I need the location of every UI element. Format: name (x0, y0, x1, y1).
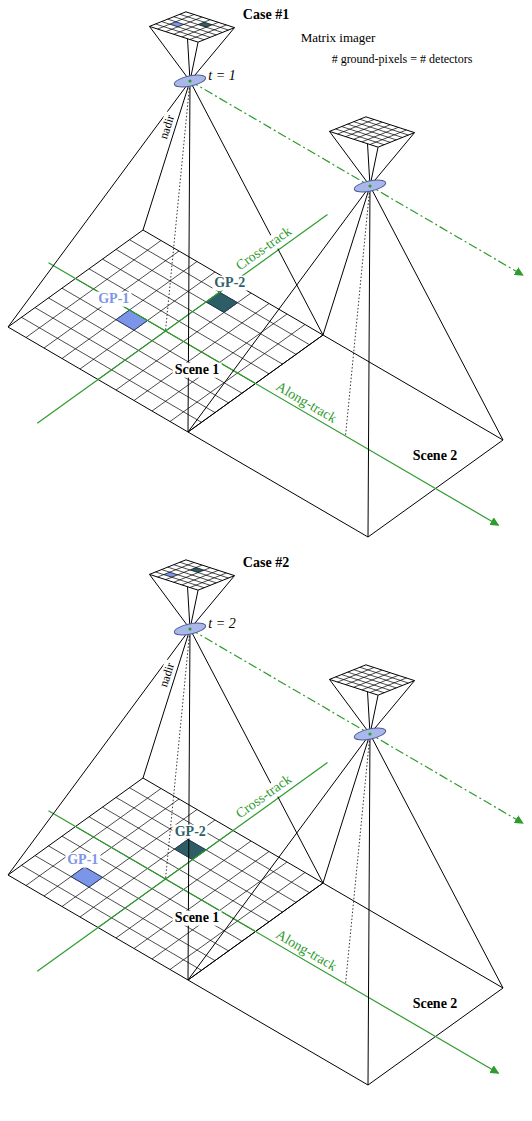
detector-grid-line (370, 130, 406, 145)
ground-grid-line (152, 862, 287, 959)
lens (353, 726, 386, 742)
lens (353, 178, 386, 194)
ground-pixel (175, 839, 207, 859)
ground-pixel-label: GP-1 (65, 853, 100, 868)
ground-pixel-label: GP-2 (173, 824, 208, 839)
lens-center (368, 732, 371, 735)
ground-pixel (206, 292, 238, 312)
nadir-line (346, 734, 371, 984)
detector-pixel (170, 22, 184, 27)
lens (173, 621, 206, 637)
detector-grid-line (190, 25, 226, 40)
detector-grid-line (174, 17, 223, 33)
nadir-line (346, 186, 371, 436)
view-pyramid-edge (188, 186, 370, 432)
ground-grid-line (152, 314, 287, 411)
detector-grid-line (370, 678, 406, 693)
detector-matrix (149, 560, 234, 590)
case-title: Case #1 (241, 8, 291, 23)
detector-matrix (329, 665, 414, 695)
detector-grid-line (360, 667, 409, 683)
time-label: t = 1 (206, 69, 237, 84)
detector-grid-line (354, 122, 403, 138)
ground-grid-line (44, 251, 179, 348)
axis-label: Along-track (271, 379, 340, 428)
view-pyramid-edge (188, 81, 190, 432)
sensor-note: # ground-pixels = # detectors (330, 53, 475, 66)
view-pyramid-edge (368, 734, 370, 1085)
scene-label: Scene 2 (411, 449, 460, 464)
view-pyramid-edge (188, 734, 370, 980)
view-pyramid-edge (368, 186, 370, 537)
case-title: Case #2 (241, 556, 291, 571)
axis-label: Cross-track (232, 223, 296, 275)
detector-grid-line (354, 670, 403, 686)
lens-center (188, 627, 191, 630)
detector-matrix (329, 117, 414, 147)
detector-grid-line (180, 562, 229, 578)
sensor-label: Matrix imager (299, 31, 378, 45)
case-figure (8, 560, 523, 1085)
lens-center (188, 79, 191, 82)
scene-label: Scene 1 (173, 911, 222, 926)
case-figure (8, 12, 523, 537)
axis-label: Cross-track (232, 771, 296, 823)
detector-pixel (164, 572, 178, 577)
scene-label: Scene 1 (173, 363, 222, 378)
nadir-label: nadir (157, 659, 178, 690)
flight-path (190, 629, 523, 823)
flight-path (190, 81, 523, 275)
detector-grid-line (190, 573, 226, 588)
lens-center (368, 184, 371, 187)
ground-pixel-label: GP-2 (212, 276, 247, 291)
view-pyramid-edge (188, 629, 190, 980)
nadir-label: nadir (157, 111, 178, 142)
detector-pixel (198, 22, 212, 27)
detector-pixel (190, 568, 204, 573)
detector-grid-line (174, 565, 223, 581)
view-pyramid-edge (8, 81, 190, 327)
detector-matrix (149, 12, 234, 42)
ground-pixel-label: GP-1 (96, 292, 131, 307)
detector-grid-line (180, 14, 229, 30)
lens (173, 73, 206, 89)
ground-pixel (116, 310, 148, 330)
axis-label: Along-track (271, 927, 340, 976)
scene-label: Scene 2 (411, 997, 460, 1012)
time-label: t = 2 (206, 617, 237, 632)
detector-grid-line (360, 119, 409, 135)
view-pyramid-edge (8, 629, 190, 875)
ground-pixel (71, 867, 103, 887)
